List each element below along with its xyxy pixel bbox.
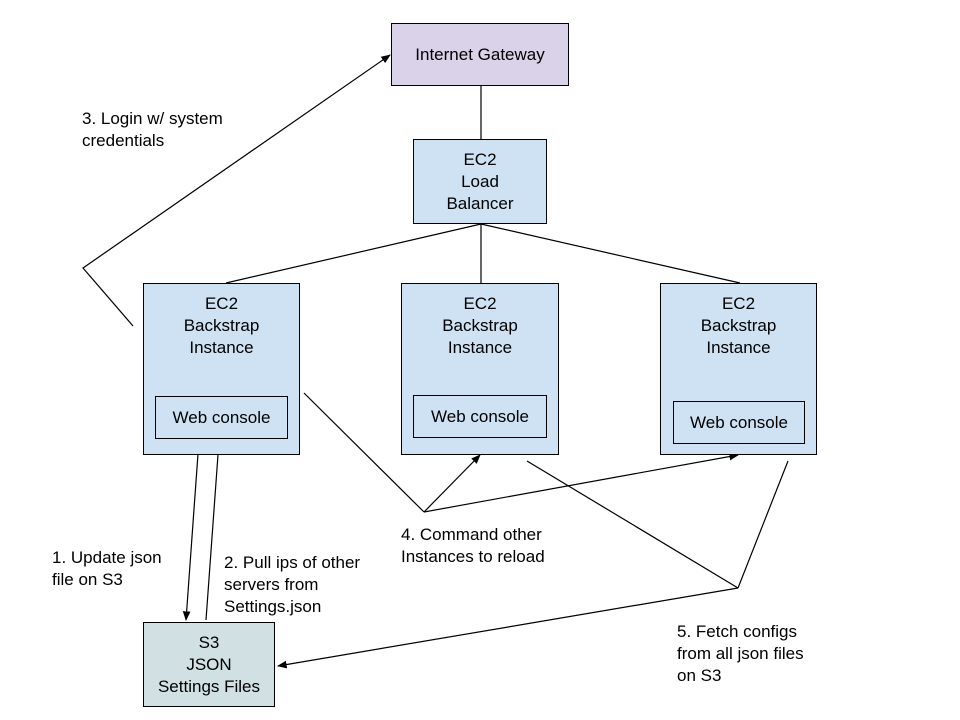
step3-line-1: 3. Login w/ system [82, 109, 223, 128]
load-balancer-node: EC2 Load Balancer [413, 139, 547, 224]
step2-line-3: Settings.json [224, 597, 322, 616]
s3-settings-node: S3 JSON Settings Files [143, 622, 275, 707]
step4-from-instance-1-line [303, 392, 425, 513]
step2-line-1: 2. Pull ips of other [224, 553, 361, 572]
s3-label-line-2: JSON [186, 654, 232, 674]
instance-1-label-line-1: EC2 [204, 294, 239, 313]
step4-annotation: 4. Command other Instances to reload [401, 524, 545, 568]
step1-annotation: 1. Update json file on S3 [52, 547, 162, 591]
step5-annotation: 5. Fetch configs from all json files on … [677, 621, 804, 687]
step1-update-arrow [182, 439, 200, 621]
step3-login-arrow [82, 54, 391, 327]
step1-line-1: 1. Update json [52, 548, 162, 567]
load-balancer-label-line-2: Load [461, 171, 499, 191]
instance-3-label-line-3: Instance [706, 338, 771, 357]
step2-annotation: 2. Pull ips of other servers from Settin… [224, 552, 360, 618]
lb-to-instance-3-line [480, 223, 741, 284]
step2-line-2: servers from [224, 575, 319, 594]
web-console-1: Web console [155, 396, 288, 439]
step3-annotation: 3. Login w/ system credentials [82, 108, 223, 152]
instance-3-label-line-2: Backstrap [700, 316, 777, 335]
web-console-2: Web console [413, 395, 547, 438]
step5-from-instance-2-line [526, 460, 739, 589]
step5-line-3: on S3 [677, 666, 722, 685]
backstrap-instance-3: EC2 Backstrap Instance Web console [660, 283, 817, 455]
s3-label-line-1: S3 [198, 632, 220, 652]
instance-3-label-line-1: EC2 [721, 294, 756, 313]
backstrap-instance-1: EC2 Backstrap Instance Web console [143, 283, 300, 455]
load-balancer-label-line-1: EC2 [463, 149, 497, 169]
internet-gateway-node: Internet Gateway [391, 23, 569, 86]
step5-line-2: from all json files [677, 644, 804, 663]
step4-to-instance-3-arrow [423, 452, 739, 513]
backstrap-instance-2: EC2 Backstrap Instance Web console [401, 283, 559, 455]
web-console-3: Web console [673, 401, 805, 444]
load-balancer-label-line-3: Balancer [446, 193, 514, 213]
instance-1-label-line-2: Backstrap [183, 316, 260, 335]
step1-line-2: file on S3 [52, 570, 123, 589]
step4-line-1: 4. Command other [401, 525, 542, 544]
step4-to-instance-2-arrow [423, 454, 481, 513]
step5-line-1: 5. Fetch configs [677, 622, 798, 641]
instance-2-label-line-1: EC2 [463, 294, 497, 313]
internet-gateway-label: Internet Gateway [415, 44, 545, 64]
step5-from-instance-3-line [737, 460, 789, 589]
lb-to-instance-1-line [225, 223, 482, 284]
step2-pull-arrow [205, 440, 223, 621]
step4-line-2: Instances to reload [401, 547, 545, 566]
instance-1-label-line-3: Instance [189, 338, 254, 357]
s3-label-line-3: Settings Files [157, 676, 261, 696]
step5-to-s3-arrow [277, 587, 739, 669]
step3-line-2: credentials [82, 131, 165, 150]
instance-2-label-line-3: Instance [447, 338, 513, 357]
instance-2-label-line-2: Backstrap [442, 316, 518, 335]
